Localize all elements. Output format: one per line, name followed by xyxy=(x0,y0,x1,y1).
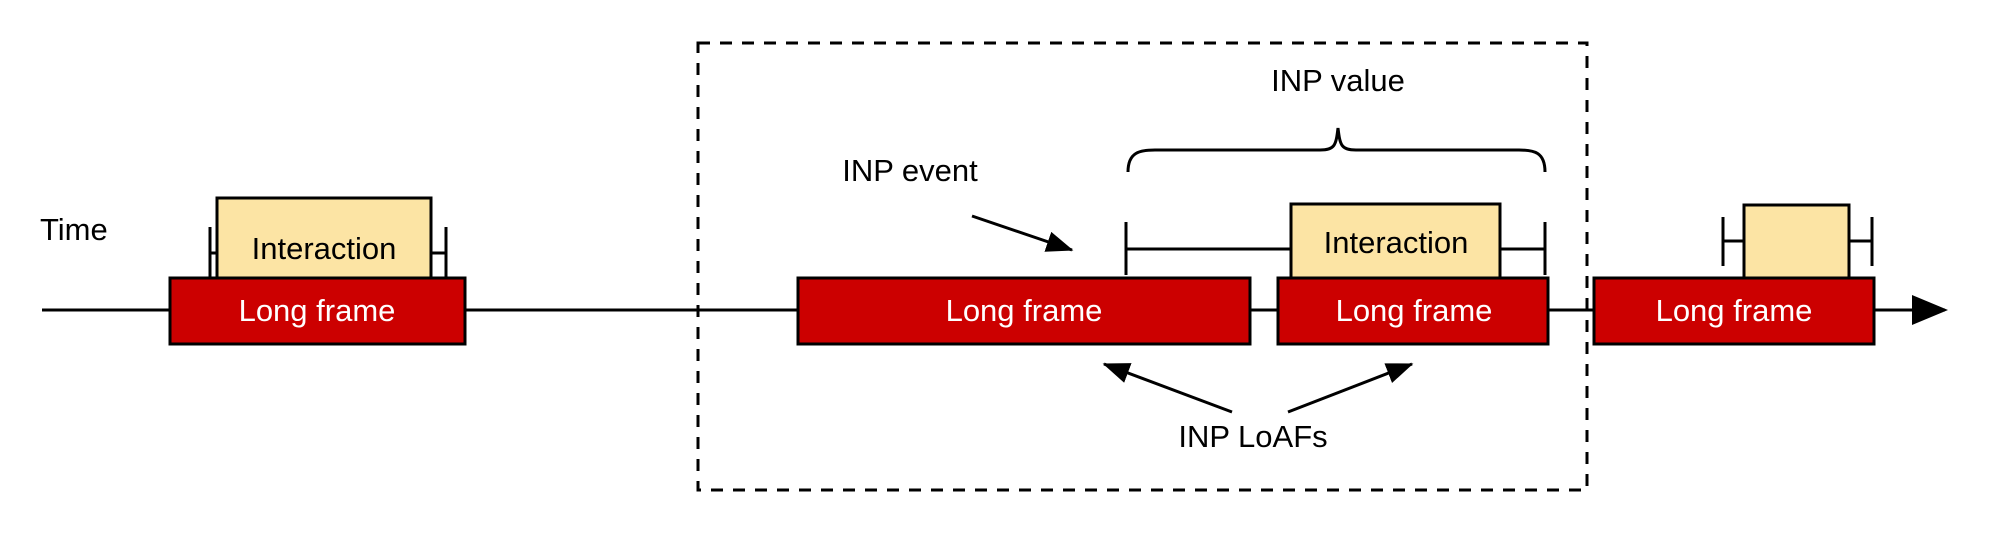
long-frame-box-1 xyxy=(168,276,467,346)
frame-group-3: Interaction Long frame xyxy=(1124,202,1550,346)
inp-value-curly-brace xyxy=(1126,127,1547,173)
frame-group-1: Interaction Long frame xyxy=(168,196,467,346)
inp-loafs-annotation: INP LoAFs xyxy=(1102,362,1414,454)
interaction-box-2-label: Interaction xyxy=(1324,225,1469,260)
interaction-box-1-label: Interaction xyxy=(252,231,397,266)
inp-event-arrow xyxy=(971,214,1074,252)
inp-value-annotation: INP value xyxy=(1126,63,1547,173)
long-frame-box-2 xyxy=(796,276,1252,346)
inp-value-label: INP value xyxy=(1271,63,1405,98)
long-frame-box-3 xyxy=(1276,276,1550,346)
inp-loafs-label: INP LoAFs xyxy=(1178,419,1327,454)
frame-group-2: Long frame xyxy=(796,276,1252,346)
long-frame-box-1-label: Long frame xyxy=(239,293,396,328)
interaction-box-3 xyxy=(1742,203,1851,282)
long-frame-box-4-label: Long frame xyxy=(1656,293,1813,328)
interaction-3-bracket xyxy=(1721,217,1874,266)
inp-event-annotation: INP event xyxy=(842,153,1074,252)
long-frame-box-2-label: Long frame xyxy=(946,293,1103,328)
interaction-box-2 xyxy=(1289,202,1502,282)
inp-event-label: INP event xyxy=(842,153,978,188)
long-frame-box-3-label: Long frame xyxy=(1336,293,1493,328)
long-frame-box-4 xyxy=(1592,276,1876,346)
interaction-2-bracket xyxy=(1124,222,1547,275)
inp-region-dashed-box xyxy=(696,41,1589,492)
inp-loafs-arrow-left xyxy=(1102,362,1233,414)
inp-loafs-arrow-right xyxy=(1287,362,1414,414)
timeline-axis-label: Time xyxy=(40,212,108,247)
frame-group-4: Long frame xyxy=(1592,203,1876,346)
